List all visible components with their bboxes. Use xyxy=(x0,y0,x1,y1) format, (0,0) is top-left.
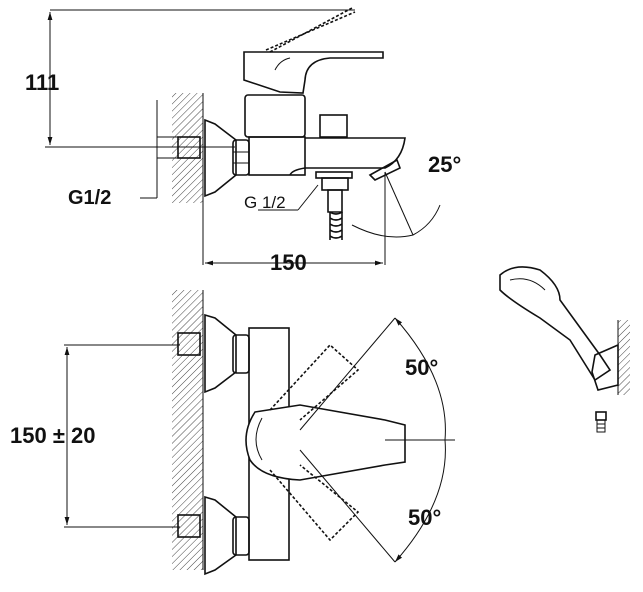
inlet-thread-label: G1/2 xyxy=(68,187,112,209)
height-dimension-label: 111 xyxy=(25,70,60,95)
wall-hatch-bottom xyxy=(172,290,203,570)
wall-hatch-top xyxy=(172,93,203,203)
lever-angle-up-label: 50° xyxy=(405,355,439,380)
projection-dimension-label: 150 xyxy=(270,250,307,275)
front-view xyxy=(64,290,455,576)
spout-angle-label: 25° xyxy=(428,152,462,177)
side-view xyxy=(45,7,441,266)
lever-angle-down-label: 50° xyxy=(408,505,442,530)
outlet-thread-label: G 1/2 xyxy=(244,193,286,212)
hand-shower xyxy=(499,266,630,433)
centres-dimension-label: 150 ± 20 xyxy=(10,423,96,448)
